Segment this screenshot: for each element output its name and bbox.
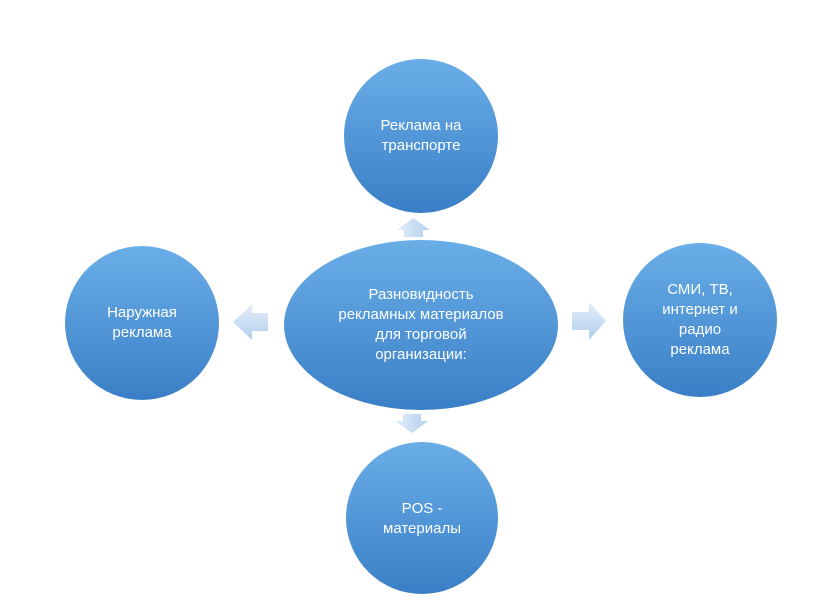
arrow-up-icon	[397, 218, 430, 237]
node-left-circle	[65, 246, 219, 400]
arrow-left-icon	[233, 304, 268, 340]
node-center-ellipse	[284, 240, 558, 410]
arrow-down-icon	[395, 414, 428, 433]
node-right-circle	[623, 243, 777, 397]
node-bottom-circle	[346, 442, 498, 594]
node-top-circle	[344, 59, 498, 213]
arrow-right-icon	[572, 302, 606, 340]
